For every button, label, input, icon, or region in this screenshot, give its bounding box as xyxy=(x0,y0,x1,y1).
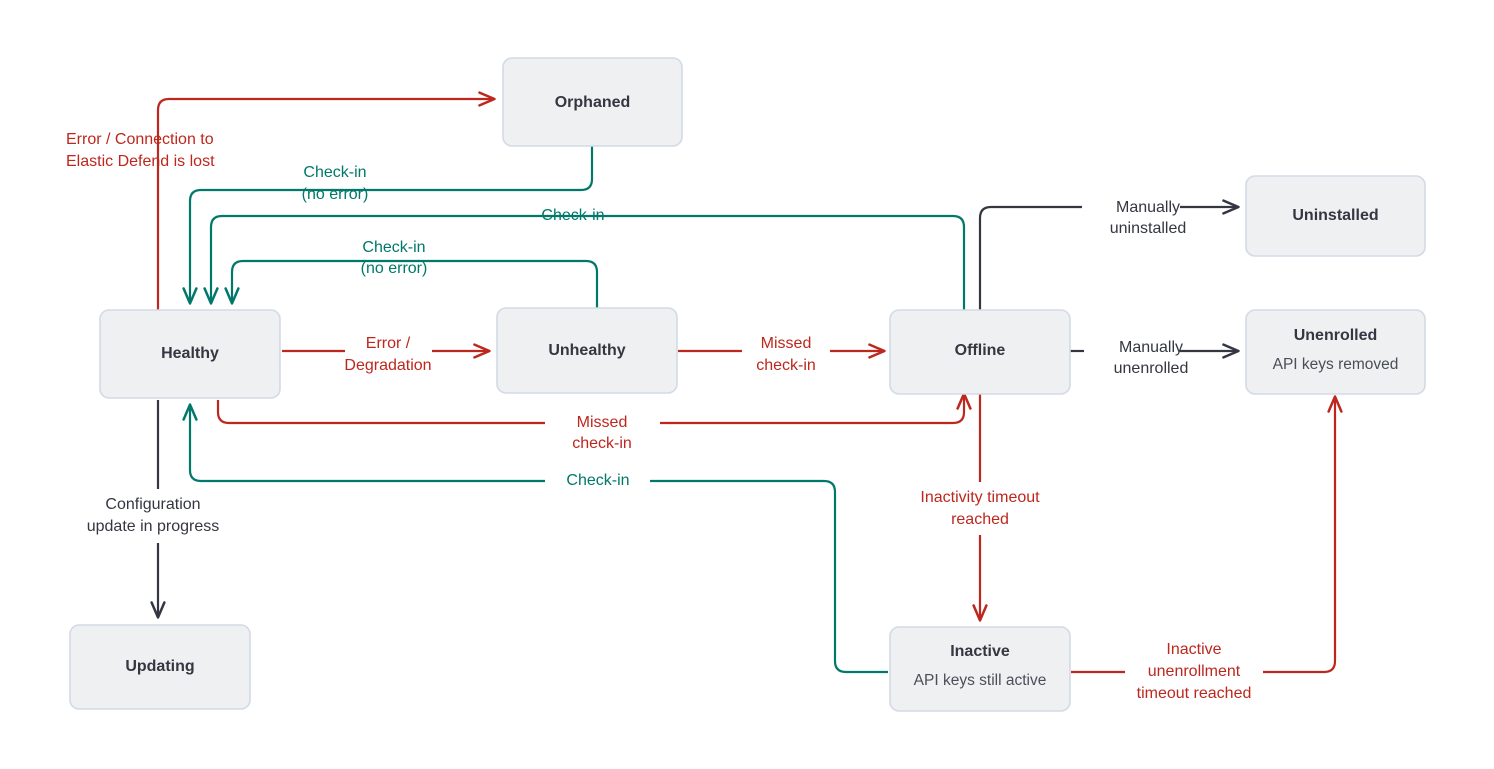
node-inactive-title: Inactive xyxy=(950,643,1010,660)
edge-label-error-degradation-line2: Degradation xyxy=(344,357,431,374)
edge-inactive-to-unenrolled xyxy=(1071,395,1343,674)
edge-label-missed-checkin-top-line2: check-in xyxy=(756,357,816,374)
node-offline-box[interactable] xyxy=(889,309,1071,395)
node-healthy-box[interactable] xyxy=(99,309,281,399)
edge-healthy-to-orphaned xyxy=(156,91,496,312)
edge-label-inactive-unenrollment-line3: timeout reached xyxy=(1137,685,1252,702)
edge-offline-to-healthy xyxy=(203,214,966,310)
edge-label-error-connection-line1: Error / Connection to xyxy=(66,131,214,148)
edge-label-inactive-unenrollment-line1: Inactive xyxy=(1166,641,1221,658)
node-inactive-box[interactable] xyxy=(889,626,1071,712)
node-orphaned-title: Orphaned xyxy=(555,94,631,111)
edge-label-checkin-noerror-top-line1: Check-in xyxy=(303,164,366,181)
node-uninstalled[interactable]: Uninstalled xyxy=(1245,175,1426,257)
edge-label-configuration-update-line1: Configuration xyxy=(105,496,200,513)
node-unhealthy-title: Unhealthy xyxy=(548,342,625,359)
node-inactive[interactable]: Inactive API keys still active xyxy=(889,626,1071,712)
edge-orphaned-to-healthy xyxy=(182,146,594,305)
node-unenrolled-box[interactable] xyxy=(1245,309,1426,395)
edge-label-configuration-update-line2: update in progress xyxy=(87,518,220,535)
edge-label-manually-unenrolled-line1: Manually xyxy=(1119,339,1183,356)
edge-label-manually-uninstalled-line2: uninstalled xyxy=(1110,220,1187,237)
edge-healthy-to-offline xyxy=(216,392,972,425)
node-uninstalled-title: Uninstalled xyxy=(1292,207,1378,224)
node-unenrolled-title: Unenrolled xyxy=(1294,327,1378,344)
edge-inactive-to-healthy xyxy=(182,403,888,674)
node-healthy-title: Healthy xyxy=(161,345,219,362)
edge-label-manually-unenrolled-line2: unenrolled xyxy=(1114,360,1189,377)
edge-label-error-connection-line2: Elastic Defend is lost xyxy=(66,153,215,170)
edge-label-missed-checkin-top-line1: Missed xyxy=(761,335,812,352)
edge-label-manually-uninstalled-line1: Manually xyxy=(1116,199,1180,216)
node-orphaned-box[interactable] xyxy=(502,57,683,147)
node-uninstalled-box[interactable] xyxy=(1245,175,1426,257)
edge-label-checkin-noerror-top-line2: (no error) xyxy=(302,186,369,203)
edge-label-checkin-inactive: Check-in xyxy=(566,472,629,489)
edge-label-inactivity-timeout-line2: reached xyxy=(951,511,1009,528)
node-unenrolled[interactable]: Unenrolled API keys removed xyxy=(1245,309,1426,395)
edge-label-checkin-noerror-mid-line1: Check-in xyxy=(362,239,425,256)
edge-label-missed-checkin-low-line1: Missed xyxy=(577,414,628,431)
node-offline-title: Offline xyxy=(955,342,1006,359)
edge-label-error-degradation-line1: Error / xyxy=(366,335,411,352)
edge-offline-to-uninstalled xyxy=(978,199,1240,310)
node-offline[interactable]: Offline xyxy=(889,309,1071,395)
node-updating-box[interactable] xyxy=(69,624,251,710)
node-updating[interactable]: Updating xyxy=(69,624,251,710)
node-unhealthy[interactable]: Unhealthy xyxy=(496,307,678,394)
node-healthy[interactable]: Healthy xyxy=(99,309,281,399)
edge-label-checkin-noerror-mid-line2: (no error) xyxy=(361,260,428,277)
edge-unhealthy-to-healthy xyxy=(224,259,599,308)
edge-label-missed-checkin-low-line2: check-in xyxy=(572,435,632,452)
node-inactive-subtitle: API keys still active xyxy=(914,672,1047,689)
edge-label-inactive-unenrollment-line2: unenrollment xyxy=(1148,663,1241,680)
node-unenrolled-subtitle: API keys removed xyxy=(1273,356,1399,373)
node-updating-title: Updating xyxy=(125,658,194,675)
edge-label-checkin-offline: Check-in xyxy=(541,207,604,224)
edge-label-inactivity-timeout-line1: Inactivity timeout xyxy=(920,489,1040,506)
node-orphaned[interactable]: Orphaned xyxy=(502,57,683,147)
node-unhealthy-box[interactable] xyxy=(496,307,678,394)
